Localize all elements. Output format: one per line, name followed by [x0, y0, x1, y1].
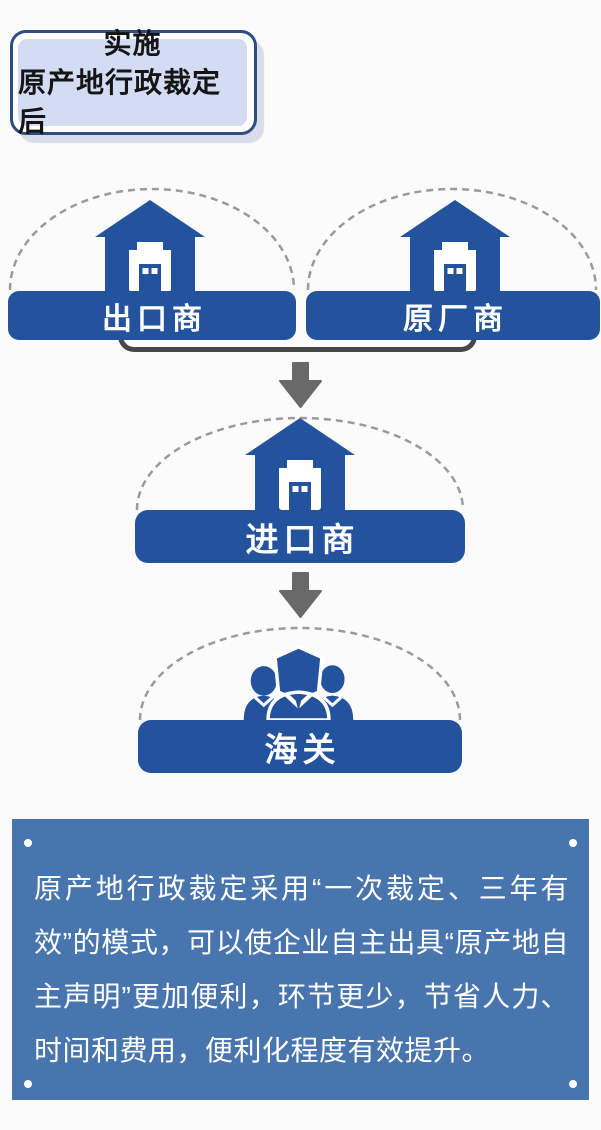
- panel-corner-dot: [569, 839, 577, 847]
- header-line2: 原产地行政裁定后: [18, 67, 222, 137]
- panel-text: 原产地行政裁定采用“一次裁定、三年有效”的模式，可以使企业自主出具“原产地自主声…: [34, 873, 569, 1066]
- warehouse-icon: [95, 200, 205, 292]
- entity-label-exporter: 出口商: [102, 302, 207, 336]
- entity-bar-importer: 进口商: [135, 510, 465, 563]
- arrow-down-icon: [279, 572, 322, 618]
- header-line1: 实施: [103, 28, 162, 59]
- panel-corner-dot: [24, 1080, 32, 1088]
- entity-label-manufacturer: 原厂商: [403, 302, 508, 336]
- header-badge-fill: 实施 原产地行政裁定后: [18, 28, 247, 137]
- entity-bar-customs: 海关: [138, 720, 462, 773]
- warehouse-icon: [245, 418, 355, 510]
- dashed-arc-exporter: [8, 187, 296, 290]
- entity-bar-exporter: 出口商: [8, 291, 296, 340]
- entity-bar-manufacturer: 原厂商: [306, 291, 600, 340]
- customs-officers-icon: [243, 645, 354, 720]
- entity-label-importer: 进口商: [245, 520, 360, 558]
- panel-corner-dot: [569, 1080, 577, 1088]
- arrow-down-icon: [279, 362, 322, 408]
- dashed-arc-manufacturer: [306, 187, 598, 290]
- entity-label-customs: 海关: [264, 730, 341, 768]
- description-panel: 原产地行政裁定采用“一次裁定、三年有效”的模式，可以使企业自主出具“原产地自主声…: [12, 819, 589, 1100]
- header-badge: 实施 原产地行政裁定后: [10, 28, 257, 137]
- panel-corner-dot: [24, 839, 32, 847]
- warehouse-icon: [400, 200, 510, 292]
